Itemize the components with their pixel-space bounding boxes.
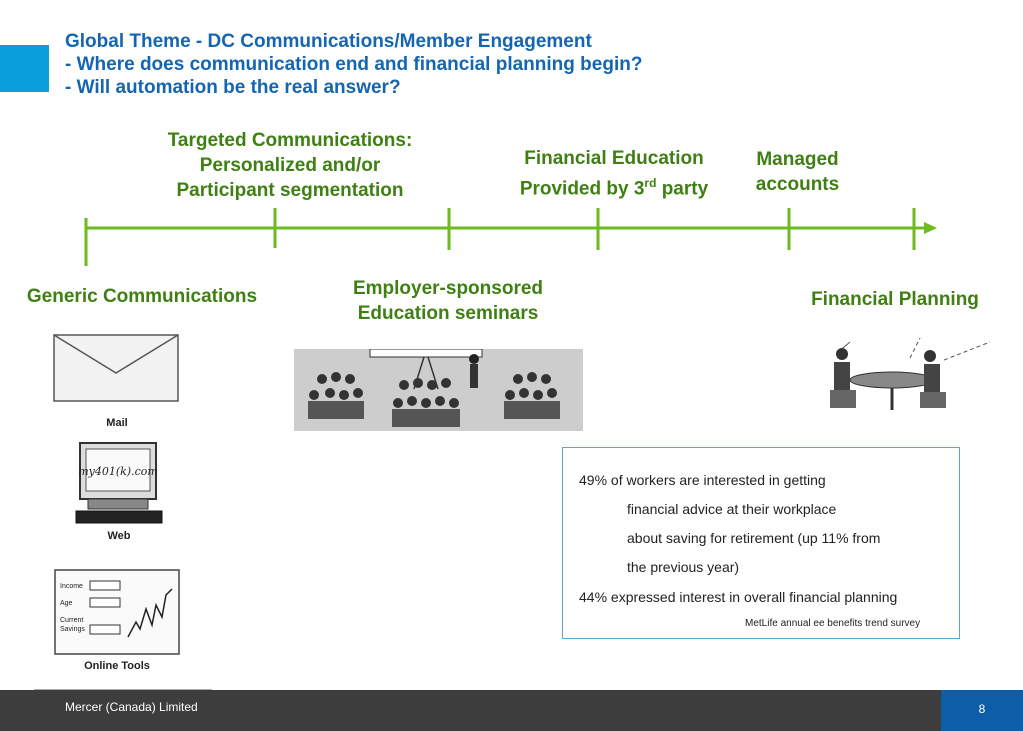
tools-field-income: Income	[60, 583, 83, 590]
statistics-box: 49% of workers are interested in getting…	[562, 447, 960, 639]
computer-icon: my401(k).com	[75, 442, 163, 524]
title-line-2: - Where does communication end and finan…	[65, 54, 643, 75]
mail-caption: Mail	[106, 417, 128, 429]
online-tools-caption: Online Tools	[84, 660, 150, 672]
tools-field-age: Age	[60, 600, 73, 607]
footer-company: Mercer (Canada) Limited	[65, 700, 198, 714]
title-line-1: Global Theme - DC Communications/Member …	[65, 31, 592, 52]
online-tools-icon: Income Age Current Savings	[54, 569, 180, 655]
page-number: 8	[978, 702, 986, 716]
stat-line-3: about saving for retirement (up 11% from	[627, 530, 881, 546]
stat-line-2: financial advice at their workplace	[627, 501, 837, 517]
stat-line-5: 44% expressed interest in overall financ…	[579, 589, 898, 605]
footer-bar	[0, 690, 1023, 731]
seminar-illustration	[294, 349, 583, 431]
planning-meeting-illustration	[830, 338, 991, 410]
timeline	[84, 208, 937, 266]
employer-seminars-label: Employer-sponsored Education seminars	[352, 278, 544, 324]
targeted-communications-label: Targeted Communications: Personalized an…	[167, 130, 413, 201]
financial-education-label: Financial Education Provided by 3rd part…	[519, 148, 709, 200]
page-number-box	[941, 690, 1023, 731]
stat-line-1: 49% of workers are interested in getting	[579, 472, 826, 488]
web-screen-text: my401(k).com	[78, 465, 158, 478]
slide-title: Global Theme - DC Communications/Member …	[65, 30, 642, 99]
web-caption: Web	[107, 530, 131, 542]
title-line-3: - Will automation be the real answer?	[65, 77, 401, 98]
envelope-icon	[53, 334, 179, 402]
timeline-arrowhead	[924, 222, 937, 234]
stat-line-4: the previous year)	[627, 559, 740, 575]
managed-accounts-label: Managed accounts	[755, 149, 840, 195]
tools-field-savings: Savings	[60, 626, 85, 633]
stat-source: MetLife annual ee benefits trend survey	[745, 618, 921, 629]
accent-square	[0, 45, 49, 92]
tools-field-current: Current	[60, 617, 83, 624]
financial-planning-label: Financial Planning	[811, 289, 979, 310]
footer-divider	[34, 689, 212, 690]
generic-communications-label: Generic Communications	[26, 286, 258, 307]
